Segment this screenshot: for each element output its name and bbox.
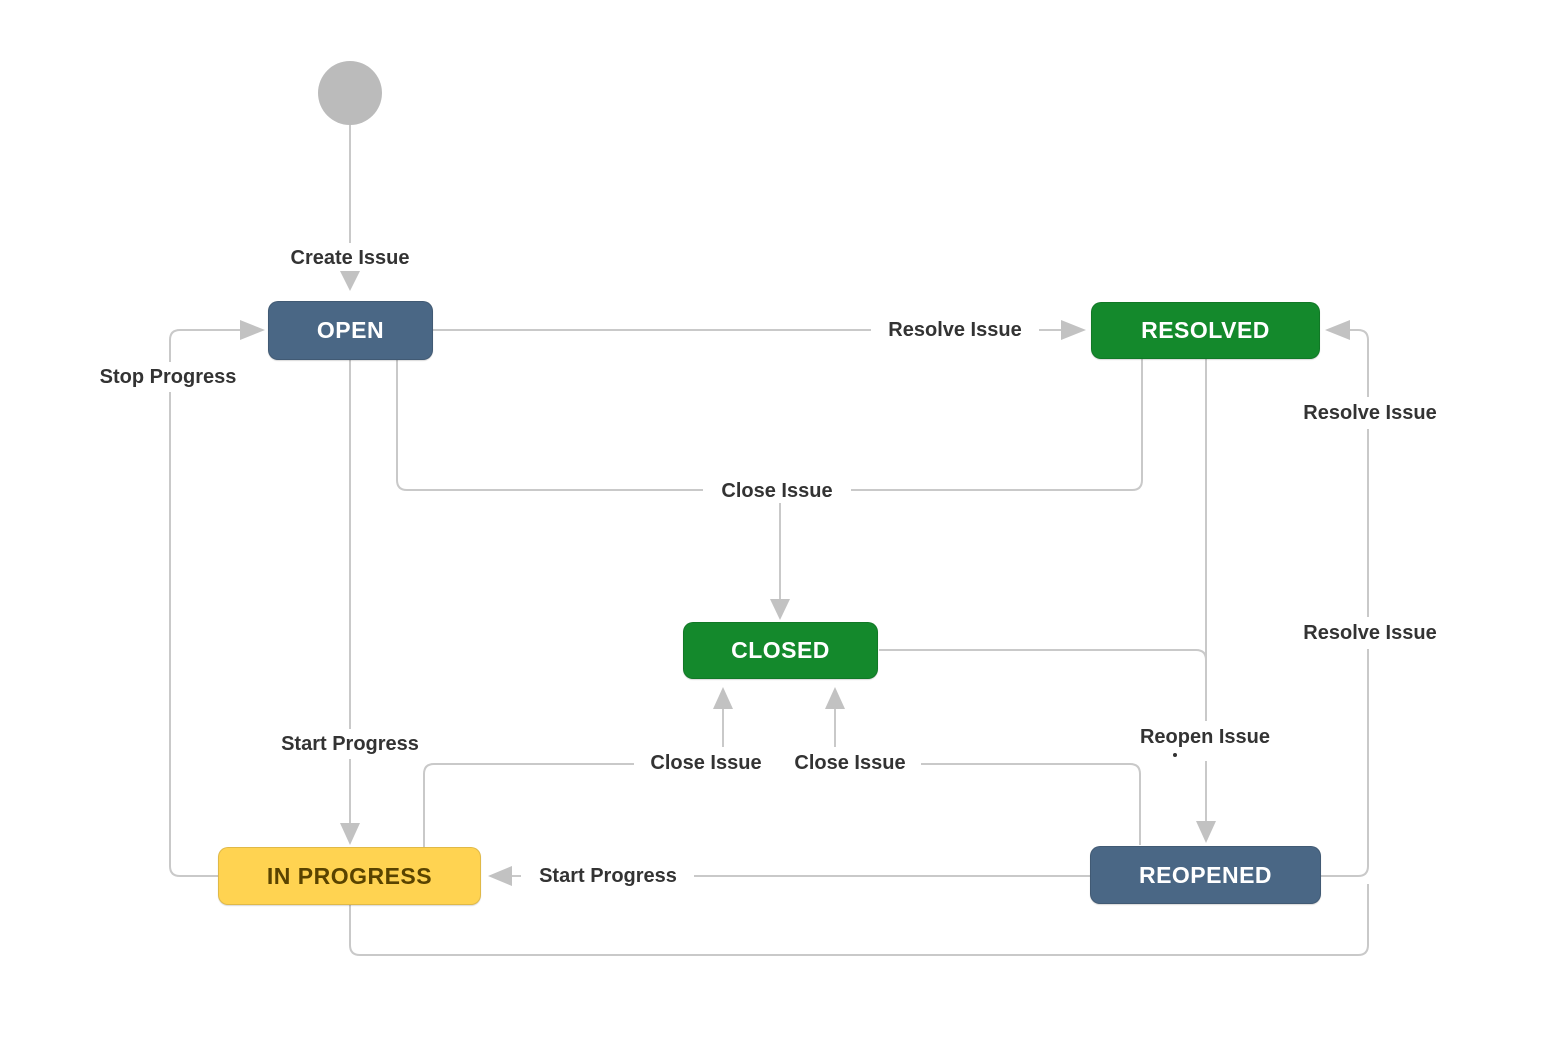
edge-close-issue-from-open [396,360,703,491]
node-resolved[interactable]: RESOLVED [1091,302,1320,359]
node-in-progress[interactable]: IN PROGRESS [218,847,481,905]
edge-stop-progress-upper [169,329,240,362]
edge-close-issue-from-reopened [921,763,1141,845]
arrowhead-close-issue-left [713,687,733,709]
edge-stop-progress-lower [169,392,218,877]
edge-reopen-issue-from-closed [879,649,1207,661]
label-reopen-issue[interactable]: Reopen Issue [1134,725,1276,749]
arrowhead-start-progress [340,823,360,845]
start-node[interactable] [318,61,382,125]
arrowhead-close-issue-into-closed [770,599,790,620]
arrowhead-start-progress-from-reopened [488,866,512,886]
arrowhead-open-to-resolved [1061,320,1086,340]
node-reopened[interactable]: REOPENED [1090,846,1321,904]
edge-close-issue-from-resolved [851,359,1143,491]
label-start-progress-from-open[interactable]: Start Progress [276,732,424,756]
arrowhead-stop-progress [240,320,265,340]
label-resolve-issue-from-reopened[interactable]: Resolve Issue [1298,621,1442,645]
edge-resolve-issue-from-in-progress [349,884,1369,956]
arrowhead-close-issue-right [825,687,845,709]
reopen-issue-dot [1173,753,1177,757]
label-stop-progress[interactable]: Stop Progress [94,365,242,389]
label-resolve-issue-from-open[interactable]: Resolve Issue [883,318,1027,342]
edge-resolve-issue-right-top [1350,329,1369,397]
label-close-issue-from-in-progress[interactable]: Close Issue [645,751,767,775]
label-start-progress-from-reopened[interactable]: Start Progress [534,864,682,888]
arrowhead-reopen-issue [1196,821,1216,843]
label-close-issue-from-open-or-resolved[interactable]: Close Issue [716,479,838,503]
edge-close-issue-from-in-progress [423,763,634,847]
node-closed[interactable]: CLOSED [683,622,878,679]
node-open[interactable]: OPEN [268,301,433,360]
arrowhead-resolve-issue-right [1325,320,1350,340]
label-create-issue[interactable]: Create Issue [285,246,415,270]
arrowhead-create-issue [340,271,360,291]
label-resolve-issue-from-in-progress[interactable]: Resolve Issue [1298,401,1442,425]
label-close-issue-from-reopened[interactable]: Close Issue [789,751,911,775]
edge-resolve-issue-from-reopened [1321,649,1369,877]
